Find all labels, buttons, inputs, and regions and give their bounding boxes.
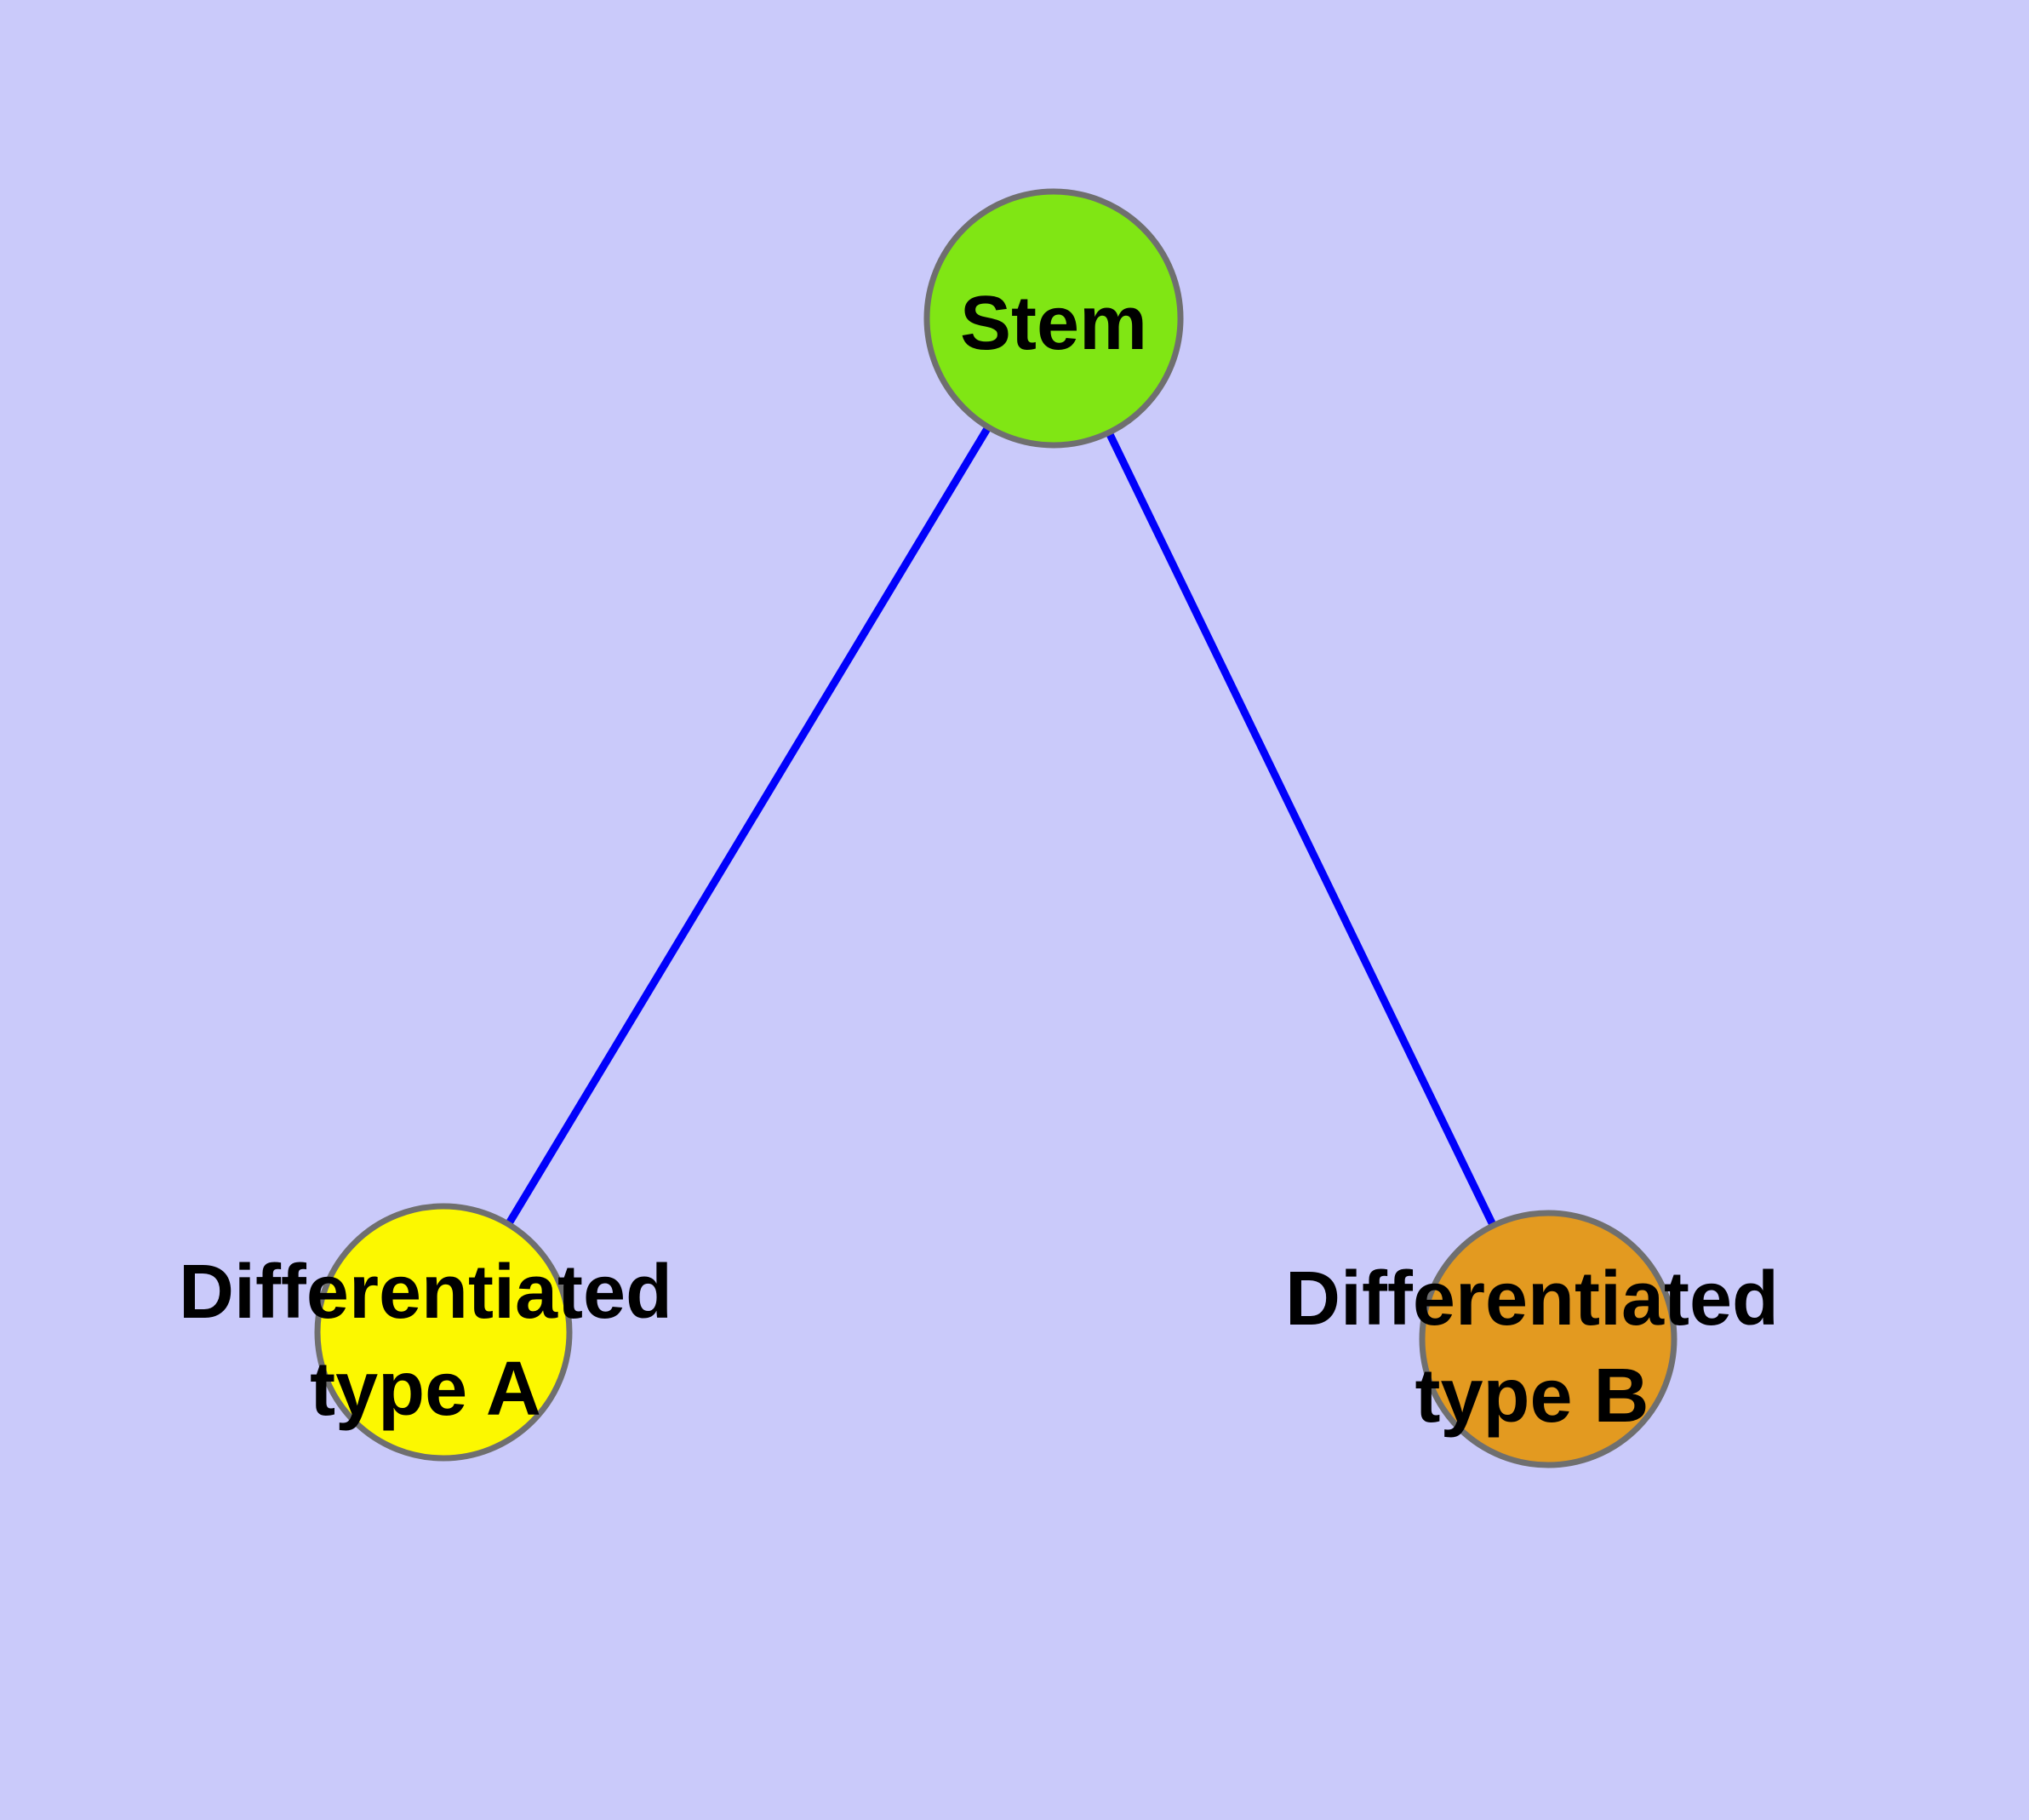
node-type-b-label-line2: type B [1415,1354,1649,1439]
node-type-a-label-line2: type A [310,1347,541,1432]
node-stem-label: Stem [960,281,1147,366]
edge-stem-to-type-b [1049,317,1552,1341]
node-type-a-label-line1: Differentiated [179,1250,672,1335]
edge-stem-to-type-a [440,316,1057,1335]
node-type-b-label-line1: Differentiated [1285,1256,1779,1342]
node-stem[interactable] [923,188,1184,449]
node-differentiated-type-a[interactable] [314,1203,573,1462]
node-differentiated-type-b[interactable] [1419,1210,1677,1468]
